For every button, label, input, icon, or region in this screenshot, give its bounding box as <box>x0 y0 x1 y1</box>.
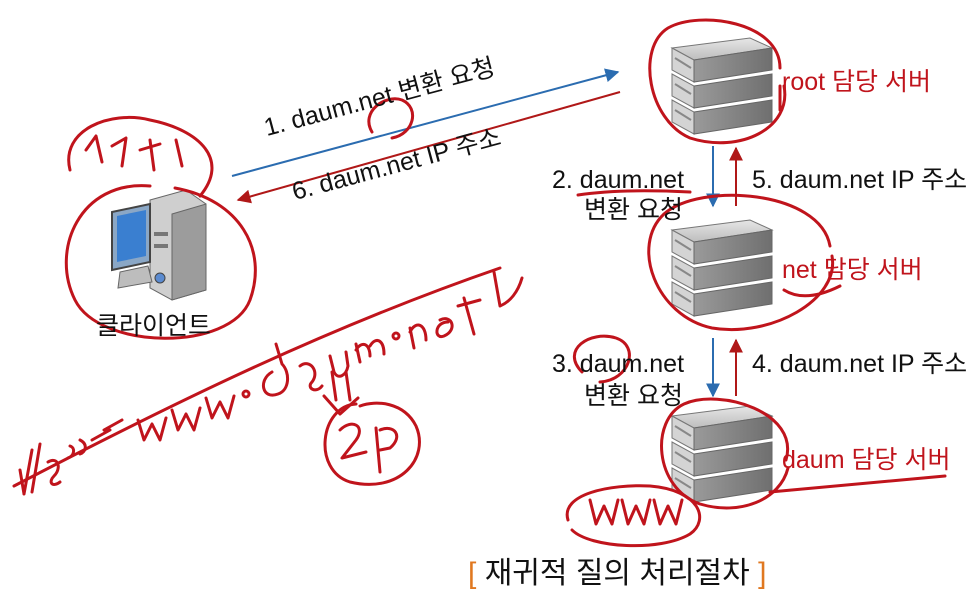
step-2-label-line2: 변환 요청 <box>584 196 683 224</box>
daum-server-role: 담당 서버 <box>844 446 951 474</box>
root-server-role: 담당 서버 <box>825 68 931 96</box>
step-5-label: 5. daum.net IP 주소 <box>752 166 968 194</box>
response-arrow-6 <box>236 91 621 204</box>
net-server-name: net <box>782 256 817 284</box>
step-2-label-line1: 2. daum.net <box>552 166 685 194</box>
handwritten-annotations <box>12 18 947 548</box>
daum-server-name: daum <box>782 446 845 474</box>
step-4-label: 4. daum.net IP 주소 <box>752 350 968 378</box>
request-arrow-1 <box>231 68 620 177</box>
caption-open-bracket: [ <box>468 557 477 590</box>
net-server-role: 담당 서버 <box>816 256 923 284</box>
root-server-label: root 담당 서버 <box>782 70 931 95</box>
net-server-label: net 담당 서버 <box>782 258 923 283</box>
caption-text: 재귀적 질의 처리절차 <box>484 557 750 590</box>
step-3-label-line1: 3. daum.net <box>552 350 685 378</box>
daum-server-label: daum 담당 서버 <box>782 448 950 473</box>
net-server-icon <box>671 219 773 317</box>
client-label: 클라이언트 <box>96 312 212 340</box>
daum-server-icon <box>671 405 773 503</box>
root-server-name: root <box>782 68 826 96</box>
step-3-label-line2: 변환 요청 <box>584 382 683 410</box>
caption-close-bracket: ] <box>758 557 767 590</box>
root-server-icon <box>671 37 773 135</box>
client-computer-icon <box>111 189 207 301</box>
diagram-caption: [ 재귀적 질의 처리절차 ] <box>468 548 766 592</box>
